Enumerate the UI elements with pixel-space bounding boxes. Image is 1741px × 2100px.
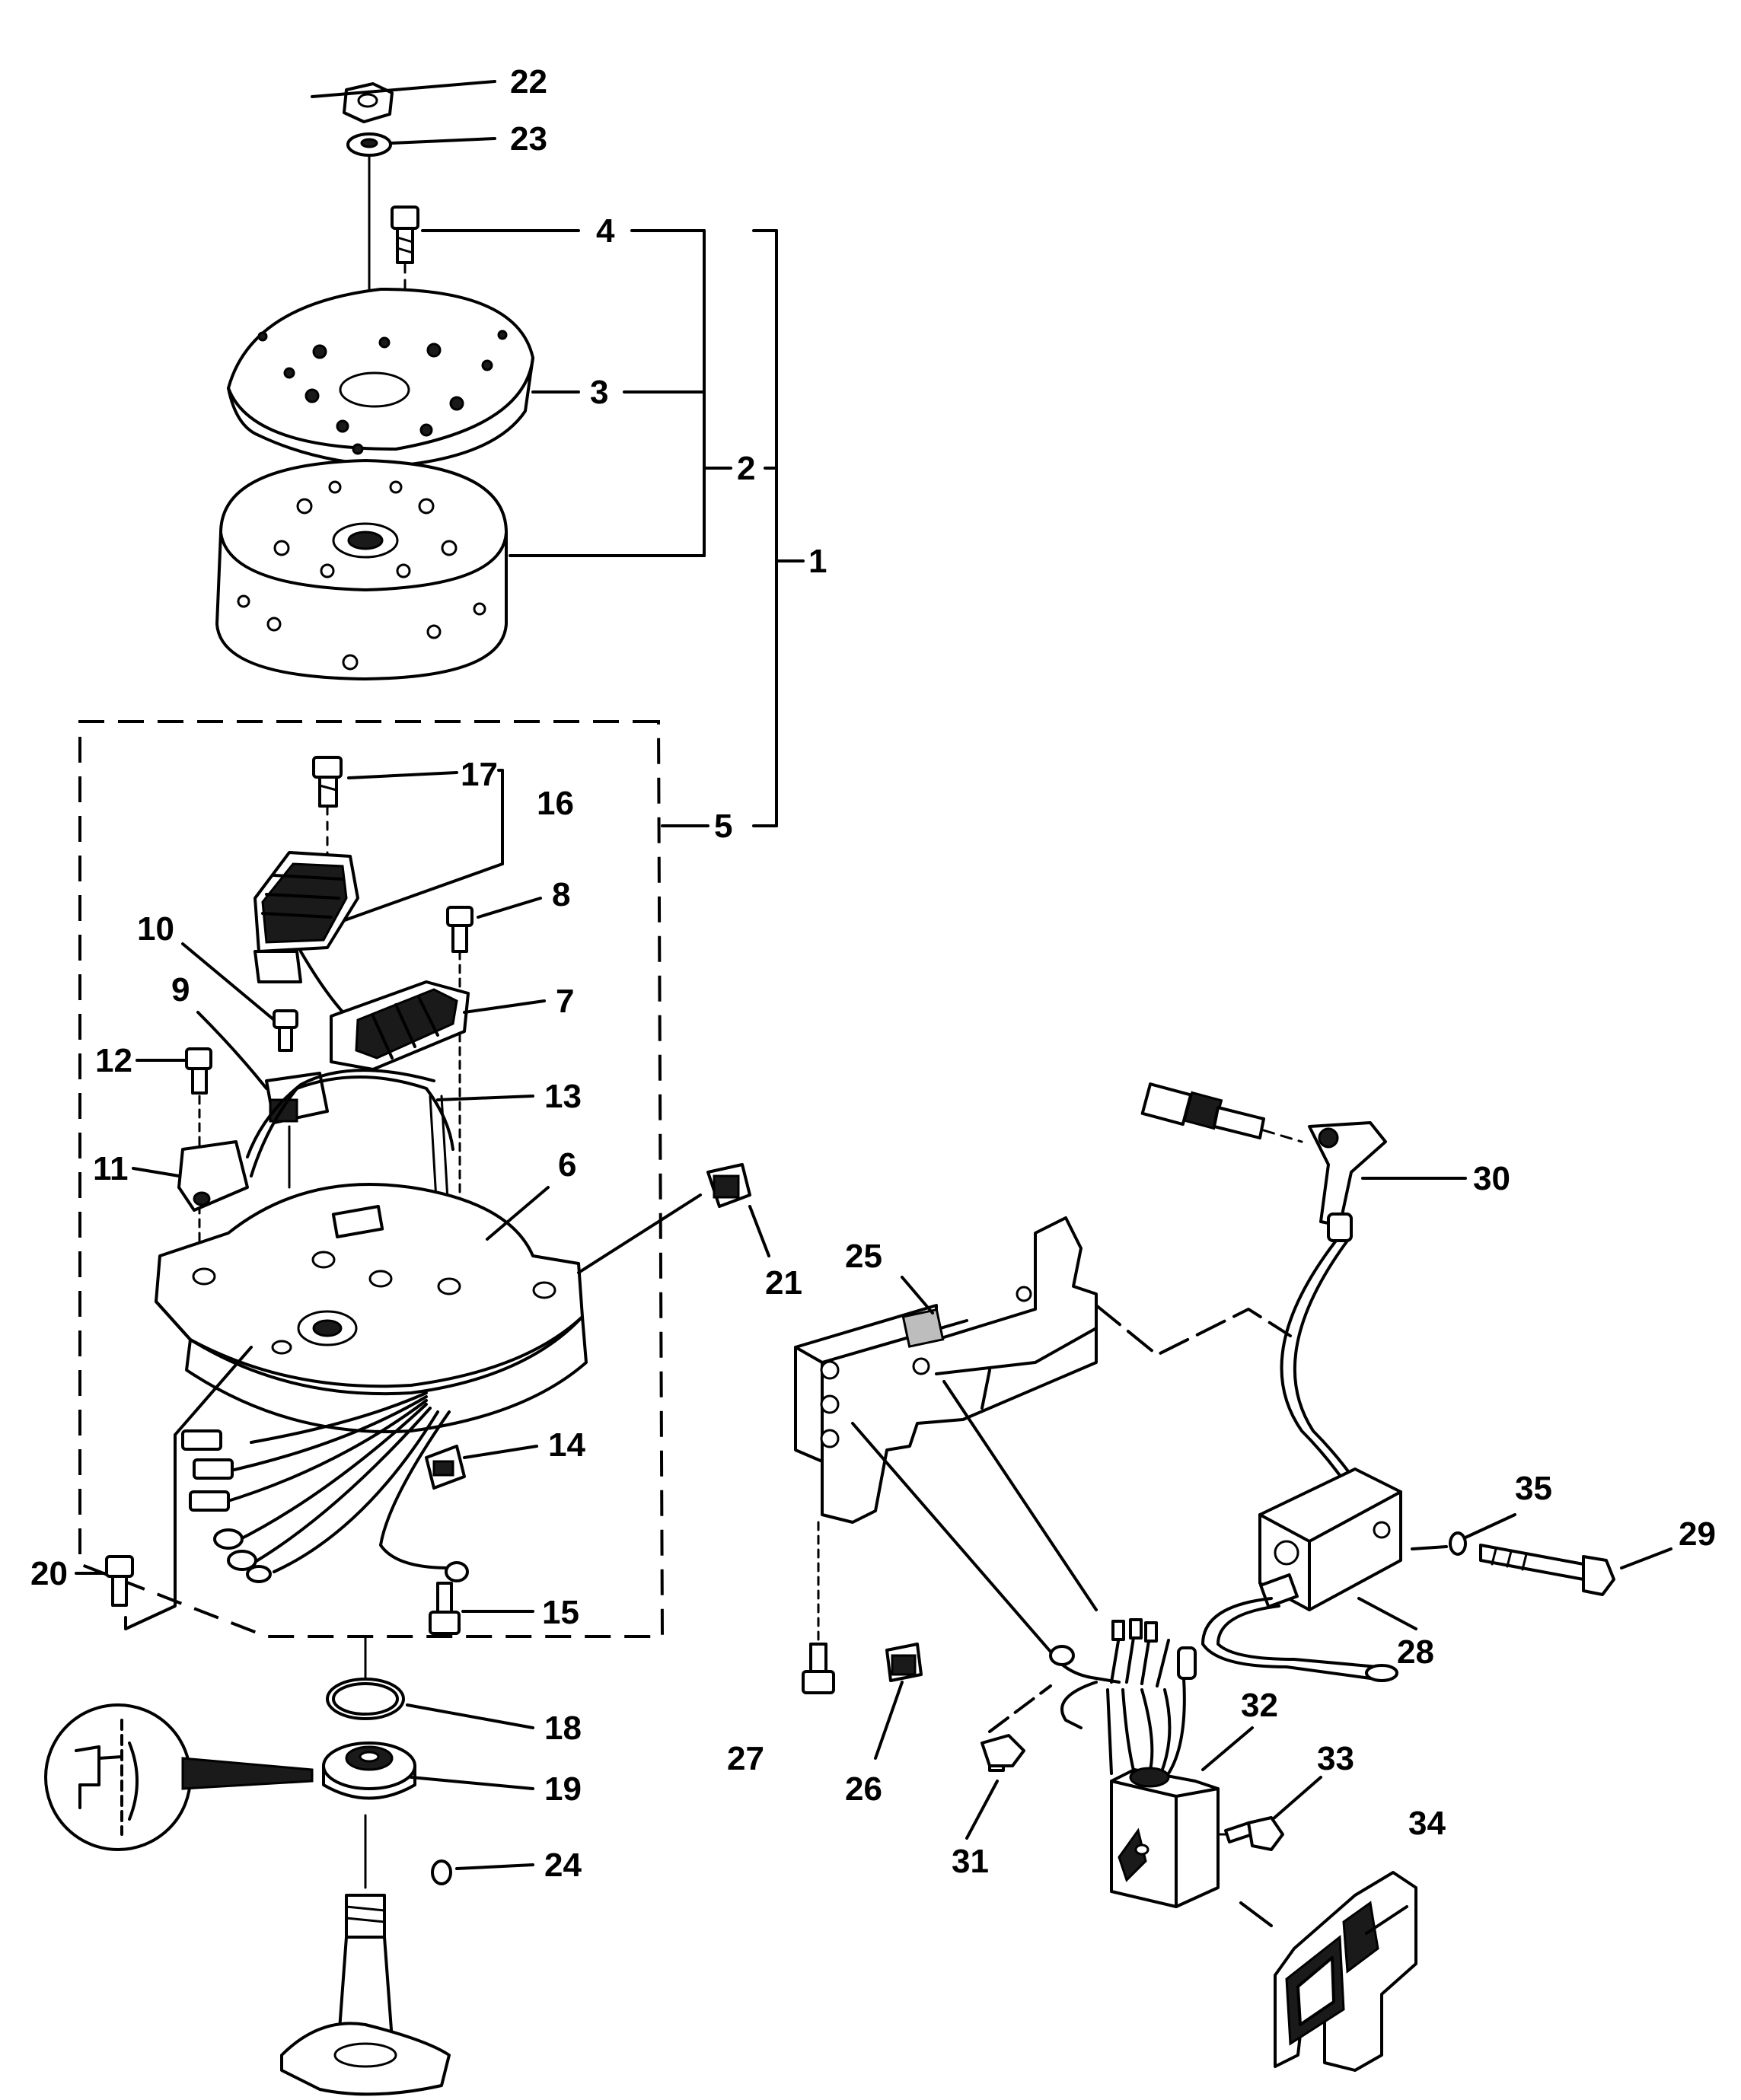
callout-12: 12: [95, 1042, 132, 1079]
callout-35: 35: [1515, 1470, 1552, 1507]
callout-leader-lines-top: [311, 80, 805, 827]
sensor-part-11: [177, 1140, 249, 1212]
screw-part-15: [429, 1582, 461, 1635]
callout-30: 30: [1473, 1160, 1510, 1197]
cdi-cover-part-34: [1274, 1871, 1417, 2072]
callout-29: 29: [1679, 1515, 1716, 1553]
grommet-part-26: [885, 1643, 923, 1682]
callout-1: 1: [808, 543, 827, 580]
screw-part-8: [446, 906, 474, 953]
bolt-part-29: [1479, 1544, 1615, 1596]
screw-part-33: [1224, 1816, 1284, 1851]
rotor-flywheel-part: [215, 459, 508, 680]
callout-13: 13: [544, 1078, 582, 1115]
flywheel-plate-part-3: [227, 288, 534, 467]
spark-plug-boot-part: [1308, 1121, 1387, 1242]
callout-2: 2: [737, 450, 755, 487]
callout-6: 6: [558, 1146, 576, 1184]
screw-part-17: [312, 756, 343, 808]
screw-part-20: [105, 1555, 134, 1607]
callout-4: 4: [596, 212, 615, 250]
washer-part-23: [346, 132, 392, 157]
callout-19: 19: [544, 1770, 582, 1808]
ignition-coil-part-16: [253, 851, 359, 1021]
stator-wire-harness: [181, 1391, 439, 1583]
cdi-unit-part-32: [1110, 1767, 1220, 1908]
callout-26: 26: [845, 1770, 882, 1808]
wire-clamp-part-14: [425, 1445, 466, 1490]
washer-part-35: [1449, 1531, 1467, 1556]
callout-11: 11: [93, 1150, 129, 1187]
screw-part-10: [273, 1009, 298, 1052]
callout-24: 24: [544, 1847, 582, 1884]
callout-27: 27: [727, 1740, 764, 1777]
mounting-bracket-part-25: [794, 1216, 1098, 1524]
callout-17: 17: [461, 756, 498, 793]
stator-base-plate-part-6: [155, 1183, 588, 1433]
callout-34: 34: [1408, 1805, 1446, 1842]
screw-part-31: [981, 1734, 1025, 1772]
callout-31: 31: [952, 1843, 989, 1880]
ignition-module-part-28: [1258, 1467, 1402, 1611]
screw-part-12: [185, 1047, 212, 1095]
screw-part-4: [391, 206, 419, 264]
callout-8: 8: [552, 876, 570, 913]
trigger-part-9: [196, 1011, 329, 1124]
callout-33: 33: [1317, 1740, 1354, 1777]
screw-part-27: [802, 1643, 835, 1694]
rubber-grommet-part-21: [706, 1163, 751, 1208]
callout-14: 14: [548, 1426, 585, 1464]
stator-assembly-dashed-box: [78, 720, 665, 1638]
callout-16: 16: [537, 785, 574, 822]
charging-coil-part-7: [330, 980, 470, 1071]
callout-23: 23: [510, 120, 547, 158]
callout-15: 15: [542, 1594, 579, 1631]
spark-plug-part: [1140, 1082, 1265, 1139]
callout-labels: 22 23 4 3 2 1 17 16 5 8 10 9 7 12 13 11 …: [30, 63, 1716, 1884]
callout-7: 7: [556, 983, 574, 1020]
callout-3: 3: [590, 374, 608, 411]
seal-detail-inset: [44, 1703, 314, 1851]
crankshaft-part: [280, 1894, 451, 2096]
callout-32: 32: [1241, 1687, 1278, 1724]
callout-20: 20: [30, 1555, 68, 1592]
callout-21: 21: [765, 1264, 802, 1302]
callout-9: 9: [171, 971, 190, 1009]
callout-10: 10: [137, 910, 174, 948]
callout-18: 18: [544, 1710, 582, 1747]
oil-seal-part-19: [322, 1742, 416, 1800]
callout-25: 25: [845, 1238, 882, 1275]
callout-22: 22: [510, 63, 547, 100]
callout-5: 5: [714, 808, 732, 845]
callout-28: 28: [1397, 1633, 1434, 1671]
key-part-24: [431, 1859, 452, 1885]
